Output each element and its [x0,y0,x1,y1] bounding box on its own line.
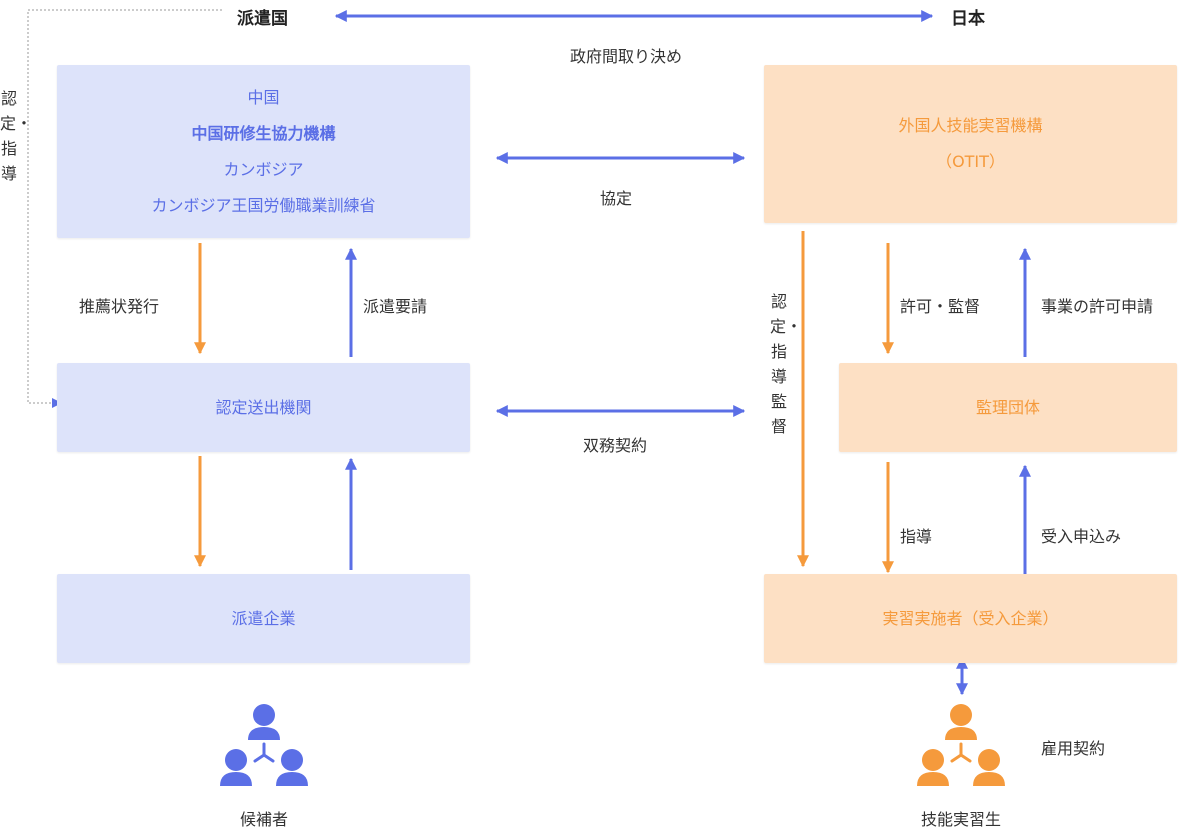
otit-name: 外国人技能実習機構 [898,116,1043,135]
supervising-org-box: 監理団体 [839,363,1177,452]
japan-label: 日本 [951,9,985,29]
trainee-caption: 技能実習生 [920,810,1001,829]
gov-agreement-label: 政府間取り決め [570,47,683,66]
certified-sending-org-label: 認定送出機関 [215,397,312,417]
cambodia-org-name: カンボジア王国労働職業訓練省 [151,195,376,215]
recommend-label: 推薦状発行 [79,297,160,316]
right-certification-vertical-label: 認定・指導監督 [770,292,803,436]
supervising-org-label: 監理団体 [975,397,1040,417]
certified-sending-org-box: 認定送出機関 [57,363,470,452]
agreement-label: 協定 [600,189,633,208]
dispatch-request-label: 派遣要請 [363,297,428,316]
china-org-name: 中国研修生協力機構 [191,123,336,143]
country-cambodia: カンボジア [223,159,304,179]
implementing-org-label: 実習実施者（受入企業） [882,608,1059,628]
otit-abbrev: （OTIT） [936,152,1005,171]
dispatch-company-label: 派遣企業 [231,608,296,628]
acceptance-label: 受入申込み [1041,527,1122,546]
implementing-org-box: 実習実施者（受入企業） [764,574,1177,663]
employment-contract-label: 雇用契約 [1041,739,1106,758]
permit-label: 許可・監督 [900,297,981,316]
otit-box: 外国人技能実習機構 （OTIT） [764,65,1177,223]
sending-country-label: 派遣国 [237,9,288,29]
left-certification-vertical-label: 認定・指導 [0,89,33,183]
guidance-label: 指導 [900,527,933,546]
candidate-caption: 候補者 [239,810,288,829]
mutual-contract-label: 双務契約 [583,436,648,455]
person-group-icon-blue [220,704,308,786]
country-china: 中国 [247,87,280,107]
person-group-icon-orange [917,704,1005,786]
dispatch-company-box: 派遣企業 [57,574,470,663]
certification-dotted-line [27,9,222,404]
sending-org-box: 中国 中国研修生協力機構 カンボジア カンボジア王国労働職業訓練省 [57,65,470,238]
business-permit-label: 事業の許可申請 [1041,297,1154,316]
